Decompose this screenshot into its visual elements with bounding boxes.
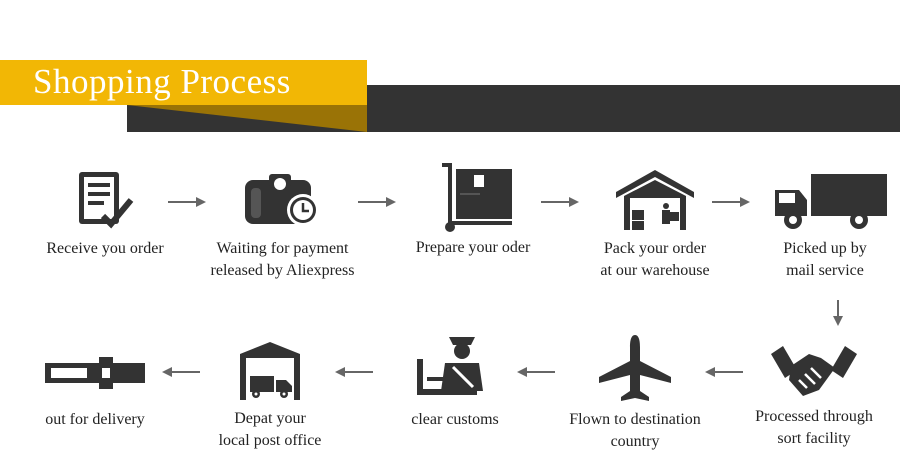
step-prepare-order: Prepare your oder <box>398 163 548 259</box>
step-label-line2: mail service <box>786 262 864 279</box>
step-clear-customs: clear customs <box>385 333 525 431</box>
step-label: Processed through <box>755 408 873 425</box>
arrow-left-icon <box>705 367 743 377</box>
step-label: Flown to destination <box>569 411 701 428</box>
handshake-icon <box>771 346 857 396</box>
step-receive-order: Receive you order <box>30 170 180 260</box>
step-out-for-delivery: out for delivery <box>20 355 170 431</box>
step-flown: Flown to destination country <box>560 333 710 453</box>
airplane-icon <box>599 335 671 401</box>
arrow-right-icon <box>541 197 579 207</box>
arrow-left-icon <box>335 367 373 377</box>
warehouse-icon <box>616 170 694 230</box>
arrow-left-icon <box>517 367 555 377</box>
step-label: Waiting for payment <box>216 240 349 257</box>
arrow-down-icon <box>833 300 843 326</box>
arrow-left-icon <box>162 367 200 377</box>
step-post-office: Depat your local post office <box>195 340 345 452</box>
customs-officer-icon <box>417 337 483 395</box>
arrow-right-icon <box>358 197 396 207</box>
step-label-line2: sort facility <box>777 430 851 447</box>
step-label: out for delivery <box>45 411 145 428</box>
step-label: Receive you order <box>46 240 164 257</box>
arrow-right-icon <box>168 197 206 207</box>
step-waiting-payment: Waiting for payment released by Aliexpre… <box>200 170 365 282</box>
arrow-right-icon <box>712 197 750 207</box>
step-label: Picked up by <box>783 240 867 257</box>
step-label: Pack your order <box>603 240 707 257</box>
step-label-line2: country <box>610 433 660 450</box>
step-label-line2: at our warehouse <box>600 262 710 279</box>
step-label: Depat your <box>234 410 306 427</box>
step-picked-up: Picked up by mail service <box>760 172 900 282</box>
step-processed-sort: Processed through sort facility <box>744 340 884 450</box>
step-pack-order: Pack your order at our warehouse <box>580 168 730 282</box>
step-label-line2: released by Aliexpress <box>210 262 355 279</box>
page-title: Shopping Process <box>33 62 291 101</box>
banner-gold-bar <box>0 60 367 132</box>
step-label-line2: local post office <box>218 432 322 449</box>
step-label: clear customs <box>411 411 499 428</box>
order-checklist-icon <box>79 172 134 229</box>
hand-truck-box-icon <box>442 163 512 232</box>
wallet-clock-icon <box>244 174 319 226</box>
post-office-truck-icon <box>240 342 300 400</box>
barrier-gate-icon <box>45 357 145 389</box>
step-label: Prepare your oder <box>415 239 531 256</box>
delivery-truck-icon <box>775 174 887 229</box>
